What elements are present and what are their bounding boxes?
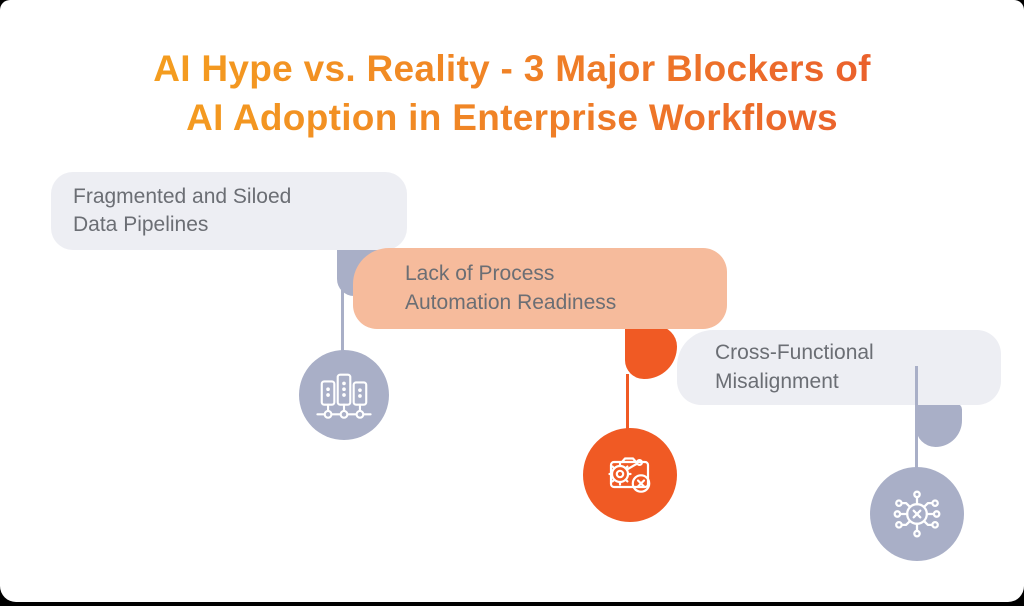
- blocker-label-line: Lack of Process: [405, 262, 555, 285]
- blocker-card-data-pipelines: Fragmented and Siloed Data Pipelines: [51, 172, 407, 250]
- connector-elbow-2: [625, 326, 677, 379]
- cross-functional-network-icon: [893, 490, 941, 538]
- icon-circle-data-pipelines: [299, 350, 389, 440]
- blocker-label-line: Cross-Functional: [715, 341, 874, 364]
- page-title-line-1: AI Hype vs. Reality - 3 Major Blockers o…: [153, 48, 871, 89]
- page-title-line-2: AI Adoption in Enterprise Workflows: [186, 97, 838, 138]
- blocker-label-line: Data Pipelines: [73, 213, 209, 236]
- blocker-card-cross-functional: Cross-Functional Misalignment: [677, 330, 1001, 405]
- connector-line-2: [626, 374, 629, 430]
- data-pipeline-icon: [316, 373, 372, 419]
- connector-elbow-3: [916, 404, 962, 447]
- blocker-label-line: Fragmented and Siloed: [73, 184, 292, 208]
- blocker-label-line: Automation Readiness: [405, 290, 617, 314]
- icon-circle-process-automation: [583, 428, 677, 522]
- connector-line-1: [341, 290, 344, 352]
- page-title: AI Hype vs. Reality - 3 Major Blockers o…: [0, 44, 1024, 142]
- connector-line-3: [915, 366, 918, 468]
- process-automation-icon: [608, 457, 651, 493]
- blocker-label-line: Misalignment: [715, 369, 839, 393]
- icon-circle-cross-functional: [870, 467, 964, 561]
- blocker-card-process-automation: Lack of Process Automation Readiness: [353, 248, 727, 329]
